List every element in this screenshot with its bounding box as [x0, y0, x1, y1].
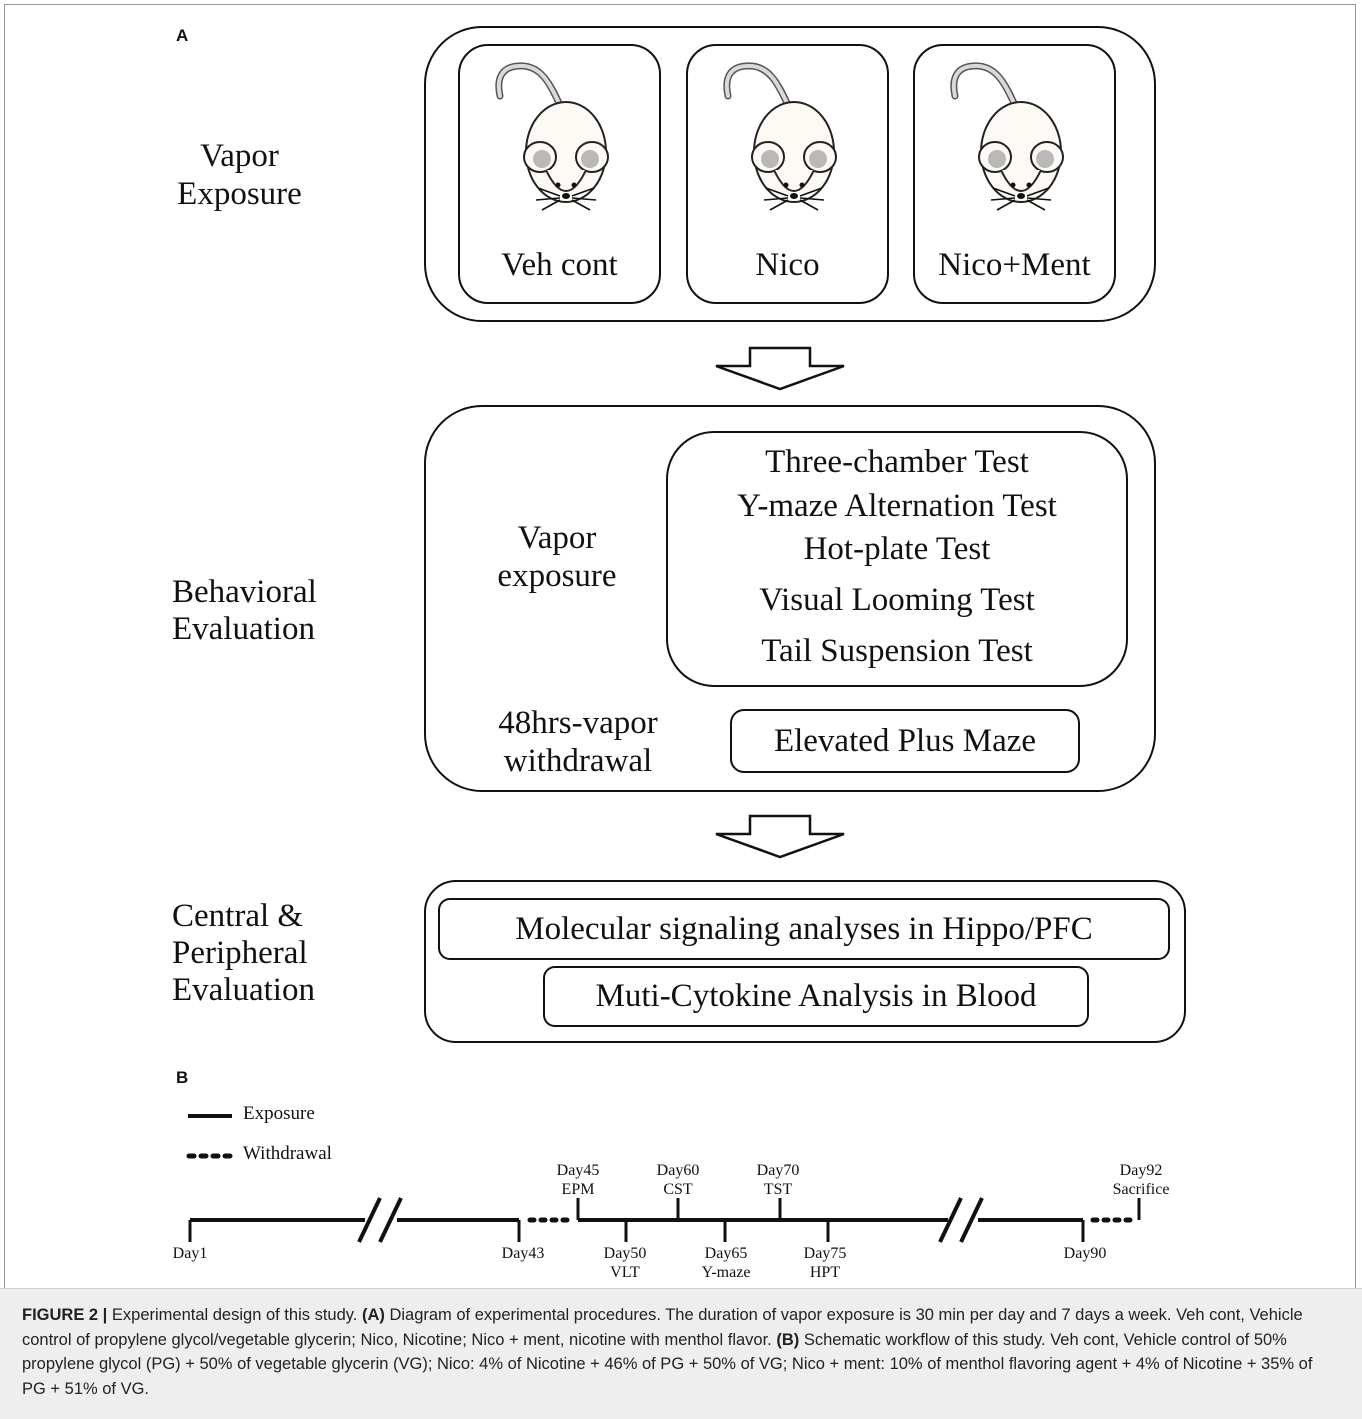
caption-text-1: Experimental design of this study.: [107, 1306, 362, 1324]
legend-marks: [186, 1114, 235, 1159]
cytokine-analysis-box: Muti-Cytokine Analysis in Blood: [543, 966, 1089, 1027]
legend-withdrawal: Withdrawal: [243, 1143, 332, 1164]
caption-text-2: Diagram of experimental procedures. The …: [22, 1306, 1303, 1349]
tests-box: Three-chamber Test Y-maze Alternation Te…: [666, 431, 1128, 687]
mouse-label: Veh cont: [501, 247, 618, 283]
vapor-exposure-label: Vapor Exposure: [177, 138, 302, 212]
timeline-label-day45: Day45 EPM: [556, 1162, 600, 1198]
mouse-label: Nico: [755, 247, 820, 283]
figure-caption: FIGURE 2 | Experimental design of this s…: [0, 1288, 1362, 1419]
timeline-label-day50: Day50 VLT: [603, 1245, 647, 1281]
timeline-label-day92: Day92 Sacrifice: [1112, 1162, 1170, 1198]
molecular-analysis-label: Molecular signaling analyses in Hippo/PF…: [515, 910, 1093, 947]
caption-figure-label: FIGURE 2 |: [22, 1306, 108, 1324]
caption-a-label: (A): [361, 1306, 385, 1324]
test-hot-plate: Hot-plate Test: [803, 531, 991, 567]
test-visual-looming: Visual Looming Test: [759, 582, 1035, 618]
central-peripheral-label: Central & Peripheral Evaluation: [172, 898, 315, 1008]
mouse-box-nico: Nico: [686, 44, 889, 304]
test-three-chamber: Three-chamber Test: [765, 444, 1029, 480]
timeline-label-day70: Day70 TST: [756, 1162, 800, 1198]
mouse-box-veh-cont: Veh cont: [458, 44, 661, 304]
down-arrow-icon: [715, 814, 845, 859]
caption-text-3: Schematic workflow of this study. Veh co…: [22, 1330, 1313, 1398]
molecular-analysis-box: Molecular signaling analyses in Hippo/PF…: [438, 898, 1170, 960]
vapor-exposure-inner-label: Vapor exposure: [497, 520, 617, 594]
timeline-label-day75: Day75 HPT: [803, 1245, 847, 1281]
legend-exposure: Exposure: [243, 1103, 315, 1124]
timeline-label-day65: Day65 Y-maze: [701, 1245, 751, 1281]
mouse-icon: [495, 62, 609, 211]
down-arrow-icon: [715, 346, 845, 391]
test-tail-suspension: Tail Suspension Test: [761, 633, 1033, 669]
elevated-plus-maze-box: Elevated Plus Maze: [730, 709, 1080, 773]
mouse-icon: [723, 62, 837, 211]
mouse-icon: [950, 62, 1064, 211]
withdrawal-label: 48hrs-vapor withdrawal: [498, 705, 658, 779]
timeline-label-day90: Day90: [1063, 1245, 1107, 1262]
mouse-box-nico-ment: Nico+Ment: [913, 44, 1116, 304]
elevated-plus-maze-label: Elevated Plus Maze: [773, 722, 1037, 759]
cytokine-analysis-label: Muti-Cytokine Analysis in Blood: [595, 978, 1037, 1014]
mouse-label: Nico+Ment: [938, 247, 1091, 283]
timeline-label-day43: Day43: [501, 1245, 545, 1262]
behavioral-evaluation-label: Behavioral Evaluation: [172, 574, 317, 647]
timeline-label-day1: Day1: [172, 1245, 208, 1262]
panel-b-letter: B: [176, 1068, 189, 1087]
timeline: [188, 1197, 1141, 1243]
caption-b-label: (B): [776, 1330, 800, 1349]
test-y-maze: Y-maze Alternation Test: [737, 488, 1057, 524]
panel-a-letter: A: [176, 26, 189, 45]
timeline-label-day60: Day60 CST: [656, 1162, 700, 1198]
